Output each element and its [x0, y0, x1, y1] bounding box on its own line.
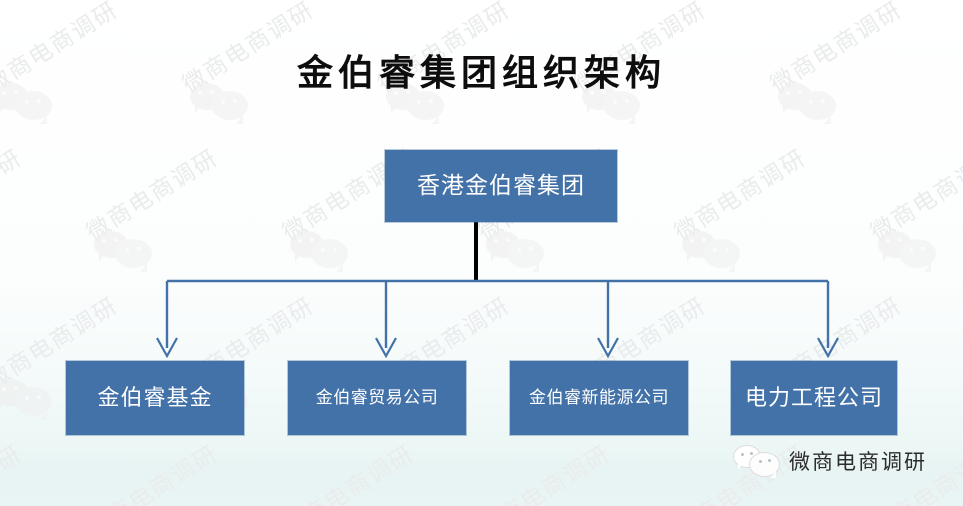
org-node-child-1[interactable]: 金伯睿基金 [66, 361, 244, 435]
wechat-bubbles-icon [734, 444, 780, 478]
page-title: 金伯睿集团组织架构 [296, 52, 666, 94]
footer-brand: 微商电商调研 [734, 444, 927, 478]
footer-brand-name: 微商电商调研 [789, 450, 927, 474]
org-node-child-4-label: 电力工程公司 [744, 384, 883, 410]
org-node-child-2[interactable]: 金伯睿贸易公司 [288, 361, 466, 435]
org-node-root[interactable]: 香港金伯睿集团 [385, 150, 617, 222]
org-node-root-label: 香港金伯睿集团 [417, 172, 585, 199]
org-node-child-3[interactable]: 金伯睿新能源公司 [510, 361, 688, 435]
org-node-child-4[interactable]: 电力工程公司 [731, 361, 897, 435]
org-node-child-3-label: 金伯睿新能源公司 [529, 387, 669, 407]
org-node-child-2-label: 金伯睿贸易公司 [315, 387, 439, 407]
org-node-child-1-label: 金伯睿基金 [97, 384, 213, 410]
footer-color-band [0, 454, 963, 506]
